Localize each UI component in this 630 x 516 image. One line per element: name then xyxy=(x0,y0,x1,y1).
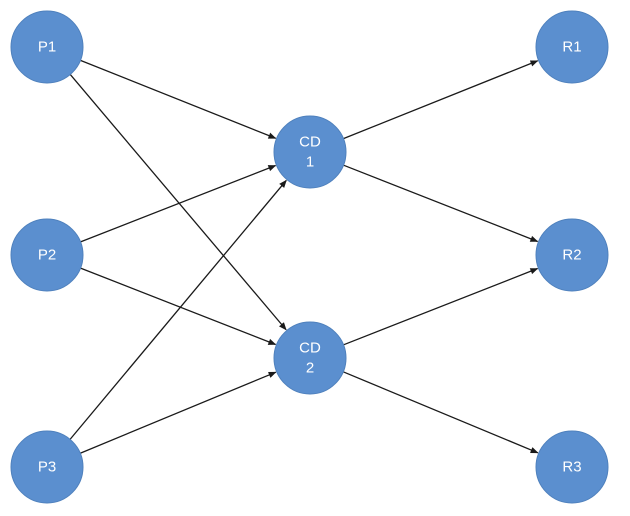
node-circle xyxy=(10,10,84,84)
node-p3: P3 xyxy=(10,430,84,504)
node-label: P1 xyxy=(38,39,56,56)
node-circle xyxy=(273,115,347,189)
node-r1: R1 xyxy=(535,10,609,84)
node-p2: P2 xyxy=(10,218,84,292)
node-label: 1 xyxy=(306,154,314,171)
node-circle xyxy=(10,430,84,504)
node-label: P2 xyxy=(38,247,56,264)
edges xyxy=(68,59,539,455)
edge-p2-to-cd1 xyxy=(79,164,277,243)
node-label: CD xyxy=(299,134,321,151)
node-label: R1 xyxy=(562,39,581,56)
node-p1: P1 xyxy=(10,10,84,84)
node-label: R3 xyxy=(562,459,581,476)
node-circle xyxy=(273,321,347,395)
node-label: CD xyxy=(299,340,321,357)
node-label: R2 xyxy=(562,247,581,264)
node-circle xyxy=(535,430,609,504)
edge-cd1-to-r2 xyxy=(342,164,539,243)
node-circle xyxy=(10,218,84,292)
edge-cd1-to-r1 xyxy=(342,60,539,140)
edge-p1-to-cd1 xyxy=(79,59,277,139)
node-cd2: CD 2 xyxy=(273,321,347,395)
node-cd1: CD 1 xyxy=(273,115,347,189)
edge-p3-to-cd2 xyxy=(79,371,277,455)
node-circle xyxy=(535,10,609,84)
edge-p1-to-cd2 xyxy=(69,73,287,331)
edge-p3-to-cd1 xyxy=(68,179,287,441)
node-label: 2 xyxy=(306,360,314,377)
node-r2: R2 xyxy=(535,218,609,292)
edge-p2-to-cd2 xyxy=(79,267,277,346)
node-circle xyxy=(535,218,609,292)
edge-cd2-to-r2 xyxy=(342,267,539,346)
edge-cd2-to-r3 xyxy=(342,370,539,454)
node-r3: R3 xyxy=(535,430,609,504)
node-label: P3 xyxy=(38,459,56,476)
